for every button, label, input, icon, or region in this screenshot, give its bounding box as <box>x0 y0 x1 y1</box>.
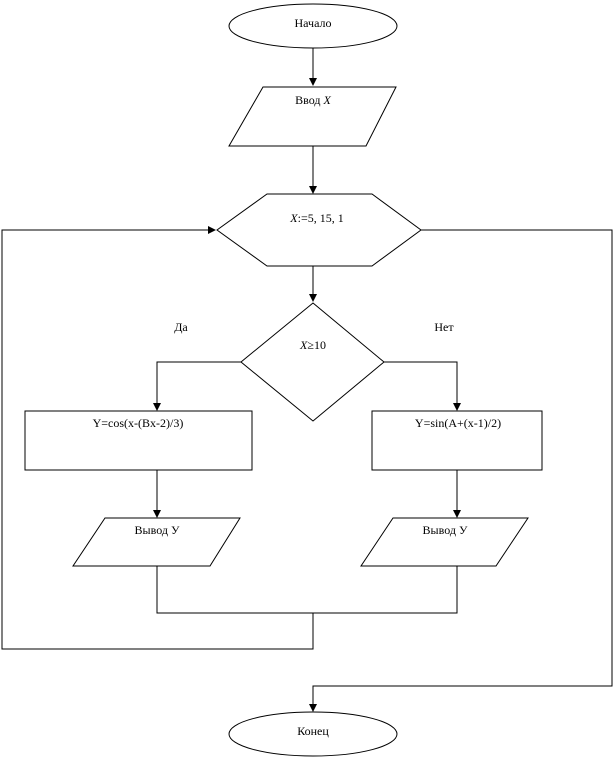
arrow-down-icon <box>153 510 161 518</box>
branch-yes-label: Да <box>174 320 188 334</box>
loop-block <box>216 193 422 267</box>
branch-no-label: Нет <box>434 320 454 334</box>
condition-label-var: X <box>300 338 308 352</box>
arrow-down-icon <box>309 704 317 712</box>
process-yes-block <box>24 410 253 471</box>
loop-label-text: :=5, 15, 1 <box>297 211 344 225</box>
output-no-block <box>360 517 529 567</box>
input-label-text: Ввод <box>295 93 324 107</box>
condition-label: X≥10 <box>300 338 326 352</box>
end-terminal <box>228 711 398 757</box>
loop-label: X:=5, 15, 1 <box>290 211 343 225</box>
process-yes-label: Y=cos(x-(Bx-2)/3) <box>92 416 184 430</box>
input-label-var: X <box>323 93 331 107</box>
input-label: Ввод X <box>295 93 331 107</box>
input-block <box>228 86 397 147</box>
process-no-label: Y=sin(A+(x-1)/2) <box>414 416 502 430</box>
output-yes-label: Вывод У <box>134 523 180 537</box>
process-no-block <box>371 410 543 471</box>
start-label: Начало <box>294 16 332 30</box>
output-no-label: Вывод У <box>422 523 468 537</box>
end-label: Конец <box>297 724 329 738</box>
condition-block <box>240 302 385 422</box>
arrow-down-icon <box>453 403 461 411</box>
arrow-down-icon <box>309 294 317 302</box>
connector-loop-exit <box>312 229 613 706</box>
condition-label-text: ≥10 <box>307 338 326 352</box>
output-yes-block <box>72 517 241 567</box>
connector-yes-branch <box>156 361 241 405</box>
connector-merge <box>156 566 458 614</box>
connector-no-branch <box>384 361 458 405</box>
arrow-down-icon <box>453 510 461 518</box>
arrow-down-icon <box>309 78 317 86</box>
arrow-down-icon <box>309 186 317 194</box>
arrow-right-icon <box>208 226 216 234</box>
arrow-down-icon <box>153 403 161 411</box>
connector-loop-back <box>1 229 314 650</box>
loop-label-var: X <box>290 211 298 225</box>
